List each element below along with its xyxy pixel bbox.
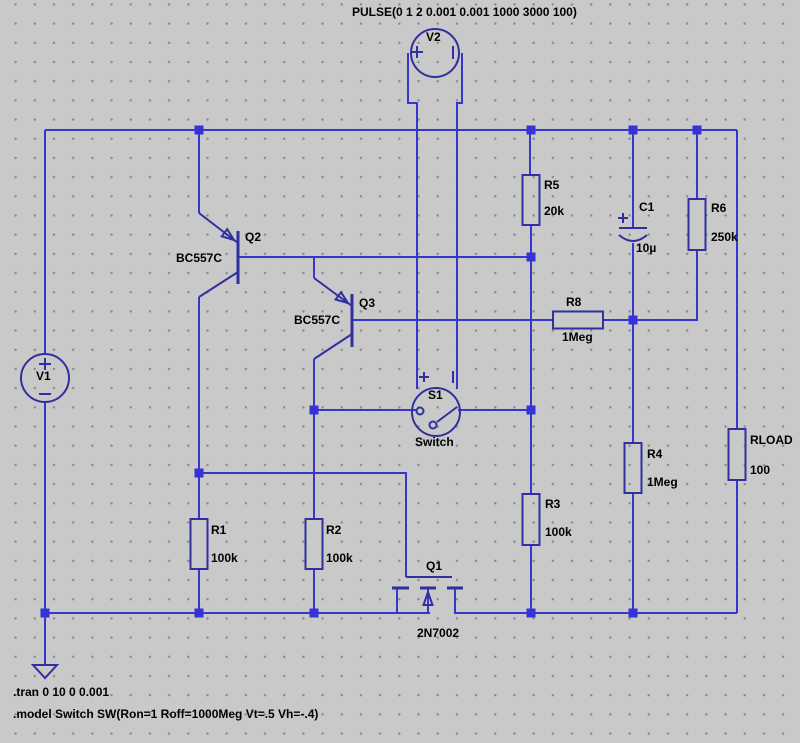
- c1-value-label[interactable]: 10µ: [636, 241, 657, 255]
- wires: [44, 53, 738, 665]
- emitter-lead: [198, 212, 239, 244]
- r1-resistor-symbol[interactable]: [189, 518, 209, 570]
- switch-contact: [415, 406, 425, 416]
- emitter-arrow: [333, 290, 351, 305]
- wire-q1-drain-bus-right: [454, 588, 737, 614]
- r4-value-label[interactable]: 1Meg: [647, 475, 678, 489]
- r2-value-label[interactable]: 100k: [326, 551, 353, 565]
- junction-dot: [194, 468, 204, 478]
- plus-mark: [419, 372, 429, 382]
- r3-value-label[interactable]: 100k: [545, 525, 572, 539]
- plus-mark: [618, 213, 628, 223]
- r6-resistor-symbol[interactable]: [687, 198, 707, 251]
- junction-dots: [40, 125, 702, 618]
- junction-dot: [526, 405, 536, 415]
- switch-lever: [436, 406, 458, 423]
- q2-name-label[interactable]: Q2: [245, 230, 262, 244]
- bulk-arrow: [422, 588, 434, 606]
- tran-directive[interactable]: .tran 0 10 0 0.001: [13, 685, 110, 699]
- junction-dot: [628, 315, 638, 325]
- q1-value-label[interactable]: 2N7002: [417, 626, 460, 640]
- v2-voltage-source-symbol[interactable]: [410, 28, 460, 78]
- collector-lead: [198, 271, 239, 298]
- junction-dot: [628, 608, 638, 618]
- q3-pnp-transistor-symbol[interactable]: [313, 277, 354, 360]
- c1-polarized-capacitor-symbol[interactable]: [618, 213, 648, 242]
- junction-dot: [526, 608, 536, 618]
- ground-symbol[interactable]: [30, 664, 60, 680]
- q1-nmos-transistor-symbol[interactable]: [392, 576, 463, 606]
- junction-dot: [309, 608, 319, 618]
- s1-switch-symbol[interactable]: [411, 371, 461, 437]
- plus-mark: [39, 358, 51, 370]
- s1-value-label[interactable]: Switch: [415, 435, 454, 449]
- r3-name-label[interactable]: R3: [545, 497, 561, 511]
- r4-name-label[interactable]: R4: [647, 447, 663, 461]
- cap-bottom-plate: [618, 234, 648, 242]
- r8-name-label[interactable]: R8: [566, 295, 582, 309]
- r5-value-label[interactable]: 20k: [544, 204, 565, 218]
- switch-contact: [428, 420, 438, 430]
- plus-mark: [411, 46, 423, 58]
- wire-r6-bottom: [633, 250, 698, 321]
- junction-dot: [40, 608, 50, 618]
- r4-resistor-symbol[interactable]: [623, 442, 643, 494]
- emitter-arrow: [220, 227, 237, 242]
- r5-name-label[interactable]: R5: [544, 178, 560, 192]
- r3-resistor-symbol[interactable]: [521, 493, 541, 546]
- v1-name-label[interactable]: V1: [36, 369, 51, 383]
- v2-name-label[interactable]: V2: [426, 30, 441, 44]
- v2-pulse-params[interactable]: PULSE(0 1 2 0.001 0.001 1000 3000 100): [352, 5, 577, 19]
- wire-q1-gate-lead: [199, 472, 407, 577]
- junction-dot: [309, 405, 319, 415]
- junction-dot: [692, 125, 702, 135]
- v1-voltage-source-symbol[interactable]: [20, 353, 70, 403]
- r6-name-label[interactable]: R6: [711, 201, 727, 215]
- q2-value-label[interactable]: BC557C: [176, 251, 223, 265]
- r8-value-label[interactable]: 1Meg: [562, 330, 593, 344]
- model-directive[interactable]: .model Switch SW(Ron=1 Roff=1000Meg Vt=.…: [13, 707, 319, 721]
- rload-value-label[interactable]: 100: [750, 463, 771, 477]
- s1-name-label[interactable]: S1: [428, 388, 443, 402]
- junction-dot: [194, 608, 204, 618]
- r8-resistor-symbol[interactable]: [552, 310, 604, 330]
- r1-name-label[interactable]: R1: [211, 523, 227, 537]
- wire-v2-right-lead: [456, 53, 463, 389]
- c1-name-label[interactable]: C1: [639, 200, 655, 214]
- rload-name-label[interactable]: RLOAD: [750, 433, 793, 447]
- junction-dot: [526, 125, 536, 135]
- junction-dot: [194, 125, 204, 135]
- q1-name-label[interactable]: Q1: [426, 559, 443, 573]
- junction-dot: [628, 125, 638, 135]
- rload-resistor-symbol[interactable]: [727, 428, 747, 481]
- r2-name-label[interactable]: R2: [326, 523, 342, 537]
- junction-dot: [526, 252, 536, 262]
- q3-name-label[interactable]: Q3: [359, 296, 376, 310]
- r2-resistor-symbol[interactable]: [304, 518, 324, 570]
- q3-value-label[interactable]: BC557C: [294, 313, 341, 327]
- collector-lead: [313, 333, 353, 360]
- r1-value-label[interactable]: 100k: [211, 551, 238, 565]
- q2-pnp-transistor-symbol[interactable]: [198, 212, 240, 298]
- wire-v2-left-lead: [407, 53, 418, 389]
- r5-resistor-symbol[interactable]: [521, 174, 541, 226]
- r6-value-label[interactable]: 250k: [711, 230, 738, 244]
